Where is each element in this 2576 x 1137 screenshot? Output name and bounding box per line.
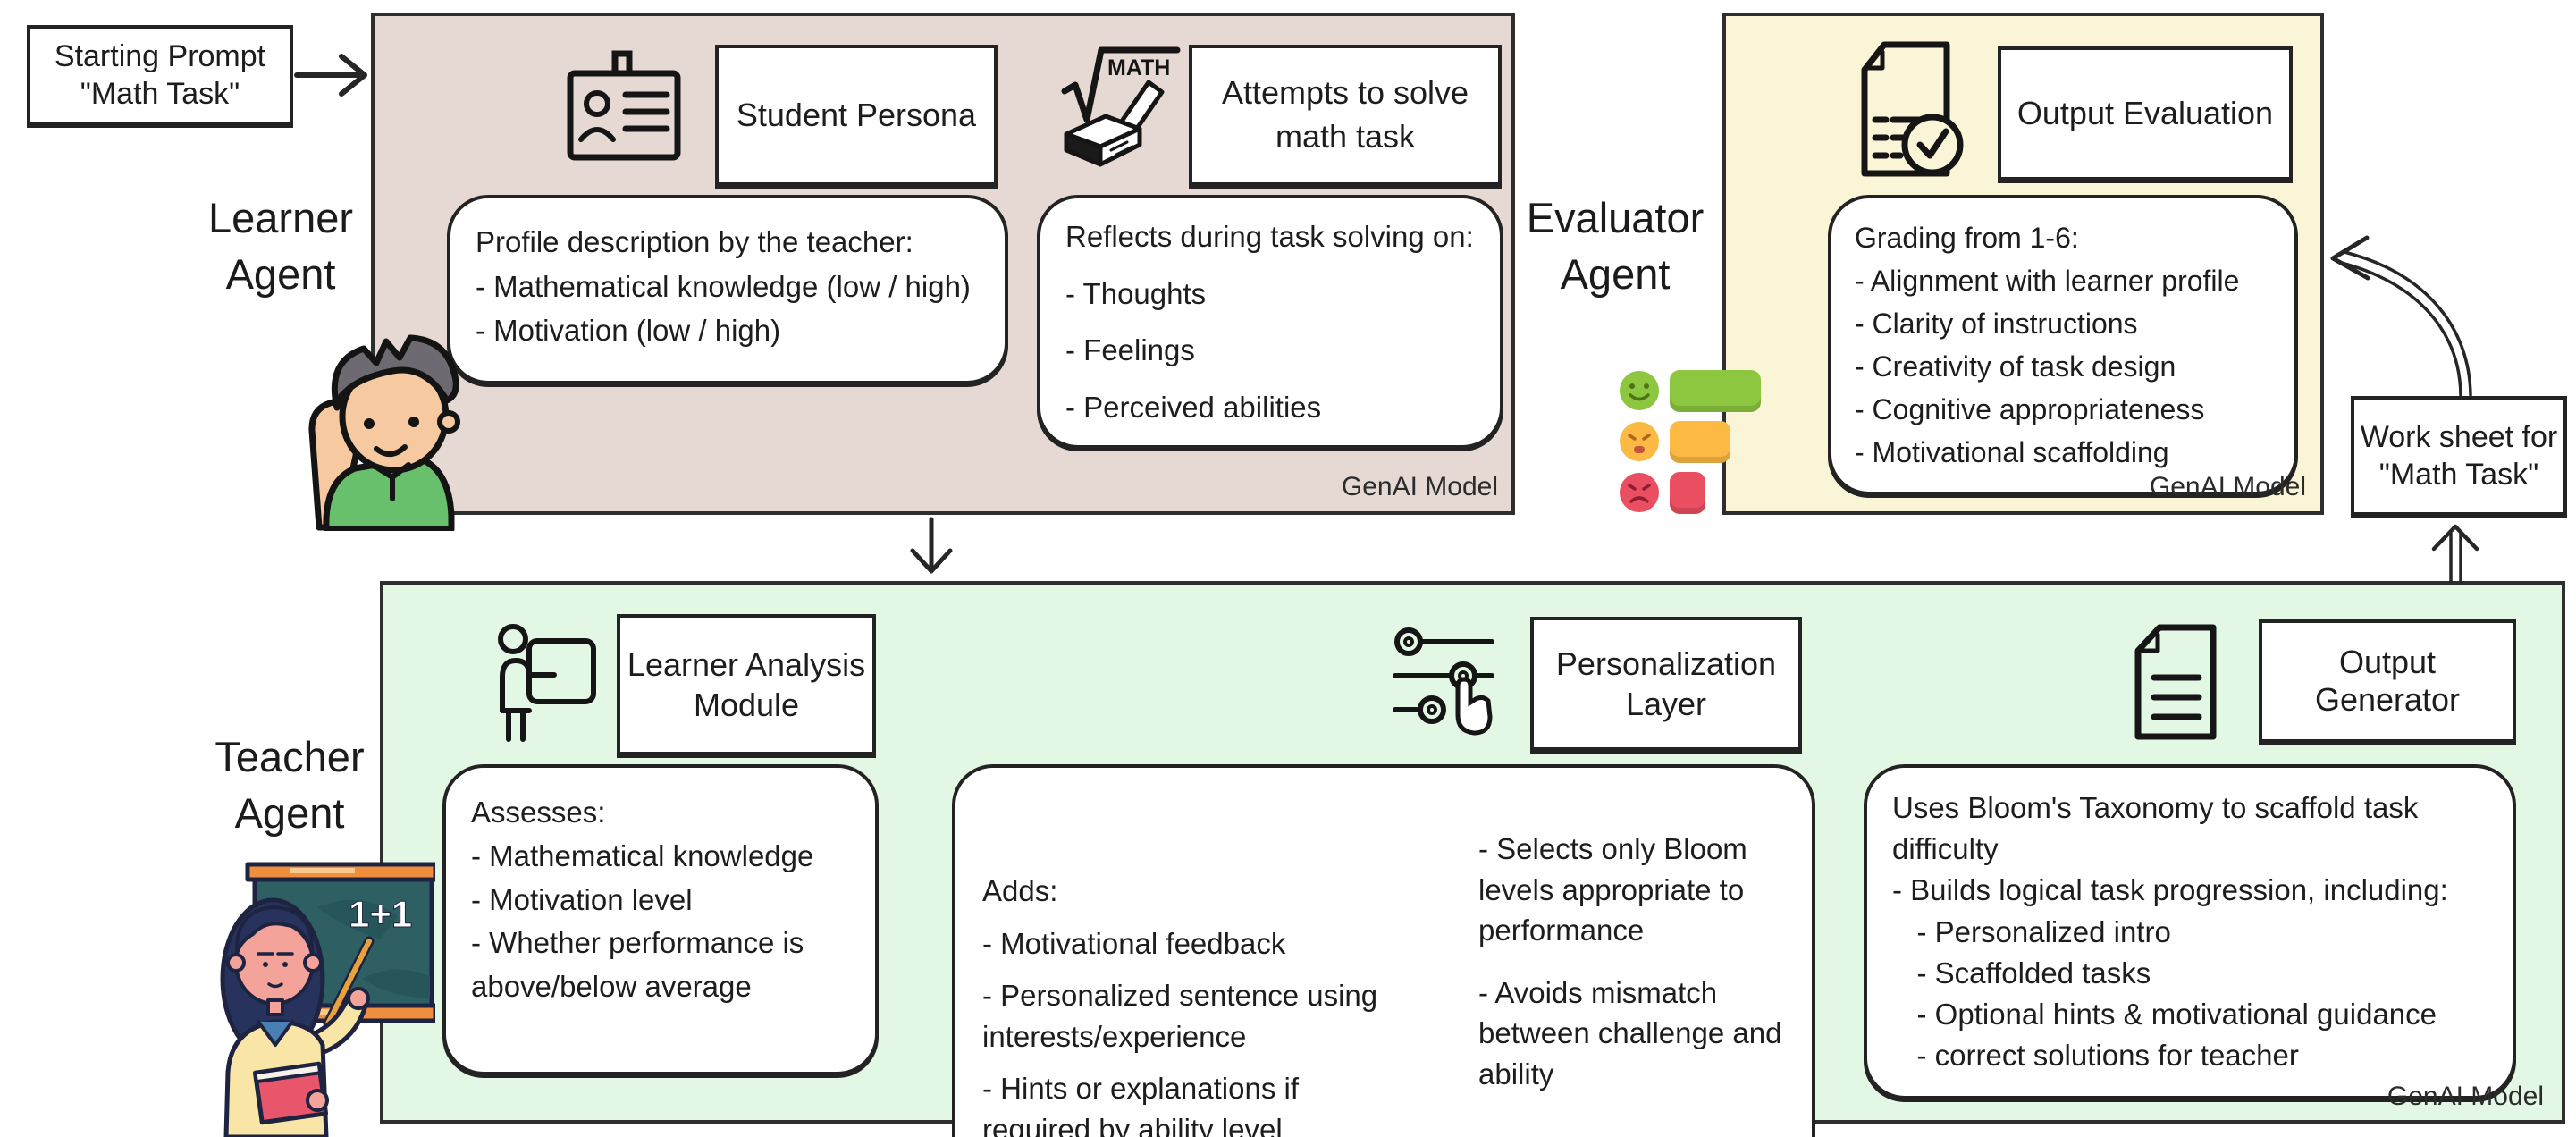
worried-face-icon	[1620, 422, 1659, 461]
sad-face-icon	[1620, 473, 1659, 512]
arrow-start-to-learner	[294, 54, 367, 97]
arrow-learner-to-teacher	[910, 517, 953, 574]
rating-bar-yellow	[1670, 420, 1730, 463]
rating-row-bad	[1618, 471, 1705, 514]
rating-row-medium	[1618, 420, 1730, 463]
worksheet-box: Work sheet for"Math Task"	[2351, 396, 2567, 516]
attempts-box: Attempts to solve math task	[1189, 45, 1502, 186]
adds-text-right: - Selects only Bloom levels appropriate …	[1478, 832, 1790, 1091]
blackboard-text: 1+1	[349, 893, 412, 935]
worksheet-text: Work sheet for"Math Task"	[2360, 419, 2558, 493]
arrow-teacher-to-worksheet	[2431, 524, 2479, 584]
reflects-bubble: Reflects during task solving on:- Though…	[1037, 195, 1503, 449]
teacher-genai-label: GenAI Model	[2387, 1082, 2544, 1111]
eraser-icon	[1064, 114, 1142, 167]
student-persona-label: Student Persona	[736, 97, 977, 133]
student-persona-box: Student Persona	[715, 45, 998, 186]
happy-face-icon	[1620, 371, 1659, 410]
bloom-text: Uses Bloom's Taxonomy to scaffold task d…	[1892, 791, 2448, 1073]
evaluator-genai-label: GenAI Model	[2149, 472, 2306, 501]
id-card-icon	[567, 50, 681, 161]
grading-bubble: Grading from 1-6:- Alignment with learne…	[1828, 195, 2298, 495]
math-task-icon: MATH	[1061, 46, 1181, 167]
output-generator-box: Output Generator	[2259, 619, 2516, 743]
arrow-worksheet-to-evaluator	[2330, 235, 2472, 397]
teacher-illustration: 1+1	[220, 862, 435, 1137]
assesses-bubble: Assesses:- Mathematical knowledge- Motiv…	[442, 764, 879, 1075]
adds-text-left: Adds:- Motivational feedback- Personaliz…	[982, 874, 1386, 1137]
grading-text: Grading from 1-6:- Alignment with learne…	[1855, 222, 2240, 468]
math-icon-text: MATH	[1107, 55, 1170, 80]
learner-genai-label: GenAI Model	[1341, 472, 1498, 501]
learner-boy-illustration	[308, 334, 460, 531]
output-generator-label: Output Generator	[2314, 644, 2461, 718]
profile-description-bubble: Profile description by the teacher:- Mat…	[447, 195, 1008, 384]
book	[252, 1061, 329, 1125]
bloom-bubble: Uses Bloom's Taxonomy to scaffold task d…	[1864, 764, 2516, 1100]
profile-description-text: Profile description by the teacher:- Mat…	[476, 225, 971, 347]
evaluation-document-icon	[1861, 41, 1964, 177]
attempts-label: Attempts to solve math task	[1221, 74, 1469, 155]
output-evaluation-box: Output Evaluation	[1998, 46, 2293, 181]
pointer-stick	[323, 936, 375, 1029]
starting-prompt-text: Starting Prompt"Math Task"	[54, 38, 266, 112]
learner-analysis-icon	[498, 624, 596, 742]
assesses-text: Assesses:- Mathematical knowledge- Motiv…	[471, 796, 814, 1004]
rating-bar-green	[1670, 369, 1761, 412]
starting-prompt-box: Starting Prompt"Math Task"	[27, 25, 293, 125]
output-generator-icon	[2134, 624, 2217, 740]
rating-row-good	[1618, 369, 1761, 412]
reflects-text: Reflects during task solving on:- Though…	[1065, 220, 1474, 424]
output-evaluation-label: Output Evaluation	[2016, 95, 2274, 131]
rating-bar-red	[1670, 471, 1705, 514]
adds-bubble: Adds:- Motivational feedback- Personaliz…	[952, 764, 1815, 1137]
personalization-icon	[1393, 627, 1494, 736]
pointing-hand-icon	[1455, 677, 1493, 736]
